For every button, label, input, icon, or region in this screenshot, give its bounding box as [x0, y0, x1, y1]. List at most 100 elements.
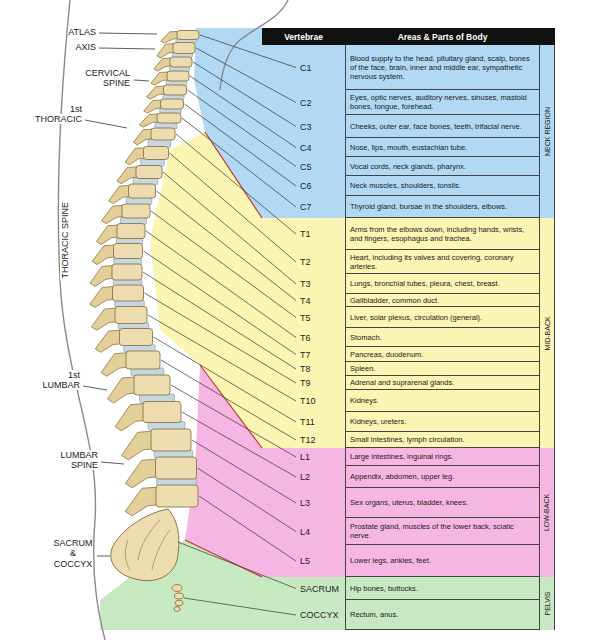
leader-line [144, 251, 297, 355]
vertebra-process [109, 185, 130, 203]
vertebra-process [161, 31, 178, 43]
vertebra-row: T12Small intestines, lymph circulation. [262, 432, 539, 448]
body-areas-text: Lower legs, ankles, feet. [350, 556, 431, 565]
vertebra-process [101, 205, 123, 223]
vertebra-body [122, 204, 150, 218]
body-areas-text: Vocal cords, neck glands, pharynx. [350, 162, 466, 171]
table-cell: Large intestines, inguinal rings. [345, 448, 539, 466]
region-column: MID-BACK [539, 218, 554, 448]
vertebra-label: L3 [300, 498, 310, 508]
table-cell: T3 [262, 274, 345, 294]
body-areas-text: Spleen. [350, 364, 375, 373]
anatomy-label: CERVICAL SPINE [85, 68, 130, 88]
table-cell: Eyes, optic nerves, auditory nerves, sin… [345, 90, 539, 115]
vertebra-row: T5Liver, solar plexus, circulation (gene… [262, 307, 539, 328]
vertebra-process [144, 100, 162, 113]
leader-line [184, 598, 296, 615]
table-cell: T5 [262, 307, 345, 328]
body-areas-text: Lungs, bronchial tubes, pleura, chest, b… [350, 279, 500, 288]
vertebra-process [90, 266, 113, 287]
vertebra-process [92, 308, 116, 330]
table-cell: Kidneys. [345, 390, 539, 412]
label-box: AXIS [40, 42, 96, 52]
vertebra-body [167, 71, 189, 81]
vertebra-process [154, 58, 171, 71]
vertebra-row: T2 Heart, including its valves and coveri… [262, 250, 539, 274]
table-cell: Spleen. [345, 362, 539, 376]
region-boundary [205, 132, 262, 218]
vertebra-process [147, 86, 165, 99]
table-cell: Liver, solar plexus, circulation (genera… [345, 307, 539, 328]
vertebra-row: C3Cheeks, outer ear, face bones, teeth, … [262, 115, 539, 138]
vertebra-row: T7Pancreas, duodenum. [262, 347, 539, 362]
body-areas-text: Small intestines, lymph circulation. [350, 435, 465, 444]
band-rows: L1 Large intestines, inguinal rings. L2App… [262, 448, 539, 577]
vertebra-label: T3 [300, 279, 311, 289]
table-cell: T8 [262, 362, 345, 376]
vertebra-process [96, 225, 118, 245]
body-areas-text: Adrenal and suprarenal glands. [350, 378, 454, 387]
table-cell: Adrenal and suprarenal glands. [345, 376, 539, 390]
table-cell: Lower legs, ankles, feet. [345, 545, 539, 577]
body-areas-text: Pancreas, duodenum. [350, 350, 423, 359]
vertebra-label: L4 [300, 527, 310, 537]
table-cell: C7 [262, 196, 345, 218]
table-cell: Cheeks, outer ear, face bones, teeth, tr… [345, 115, 539, 138]
label-box: ATLAS [40, 27, 96, 37]
vertebra-process [115, 404, 144, 431]
vertebra-label: C1 [300, 63, 312, 73]
leader-line [171, 385, 296, 457]
vertebra-label: C6 [300, 181, 312, 191]
region-label: MID-BACK [544, 316, 551, 350]
vertebra-row: T1Arms from the elbows down, including h… [262, 218, 539, 250]
vertebra-process [108, 377, 135, 403]
vertebra-label: T2 [300, 257, 311, 267]
leader-line [176, 134, 296, 234]
leader-line [170, 153, 297, 262]
table-cell: Vocal cords, neck glands, pharynx. [345, 157, 539, 176]
header-cell: Areas & Parts of Body [345, 28, 540, 45]
vertebra-body [144, 147, 169, 160]
vertebra-process [125, 148, 144, 165]
vertebra-row: C1Blood supply to the head, pituitary gl… [262, 45, 539, 90]
body-areas-text: Cheeks, outer ear, face bones, teeth, tr… [350, 122, 522, 131]
vertebra-row: C4Nose, lips, mouth, eustachian tube. [262, 138, 539, 157]
body-areas-text: Nose, lips, mouth, eustachian tube. [350, 143, 467, 152]
leader-line [188, 90, 297, 167]
vertebra-row: T4Gallbladder, common duct. [262, 294, 539, 307]
leader-line [148, 315, 296, 401]
vertebra-row: T8 Spleen. [262, 362, 539, 376]
vertebra-row: L2Appendix, abdomen, upper leg. [262, 466, 539, 488]
table-cell: T11 [262, 412, 345, 432]
header-text: Vertebrae [284, 32, 323, 42]
vertebra-process [117, 167, 137, 184]
vertebra-label: T9 [300, 378, 311, 388]
anatomy-label: LUMBAR SPINE [60, 450, 98, 470]
vertebra-body [113, 285, 144, 301]
region-column: NECK REGION [539, 45, 554, 218]
vertebra-body [136, 166, 162, 179]
vertebra-row: T6Stomach. [262, 328, 539, 347]
leader-line [101, 462, 124, 464]
table-cell: L1 [262, 448, 345, 466]
coccyx-bone [175, 593, 184, 599]
vertebra-label: C5 [300, 162, 312, 172]
table-cell: Small intestines, lymph circulation. [345, 432, 539, 448]
leader-line [163, 172, 296, 284]
vertebra-body [170, 57, 192, 67]
vertebra-body [156, 485, 198, 507]
body-areas-text: Large intestines, inguinal rings. [350, 452, 453, 461]
vertebra-body [164, 85, 187, 95]
leader-line [143, 272, 296, 369]
region-label: NECK REGION [544, 107, 551, 156]
region-band: C1Blood supply to the head, pituitary gl… [262, 45, 555, 218]
table-cell: L2 [262, 466, 345, 488]
vertebra-label: COCCYX [300, 610, 339, 620]
vertebra-body [161, 99, 184, 109]
vertebra-body [117, 224, 145, 239]
vertebra-body [143, 402, 181, 423]
coccyx-bone [174, 607, 180, 612]
table-cell: Heart, including its valves and covering… [345, 250, 539, 274]
leader-line [185, 104, 297, 186]
body-areas-text: Eyes, optic nerves, auditory nerves, sin… [350, 93, 535, 111]
